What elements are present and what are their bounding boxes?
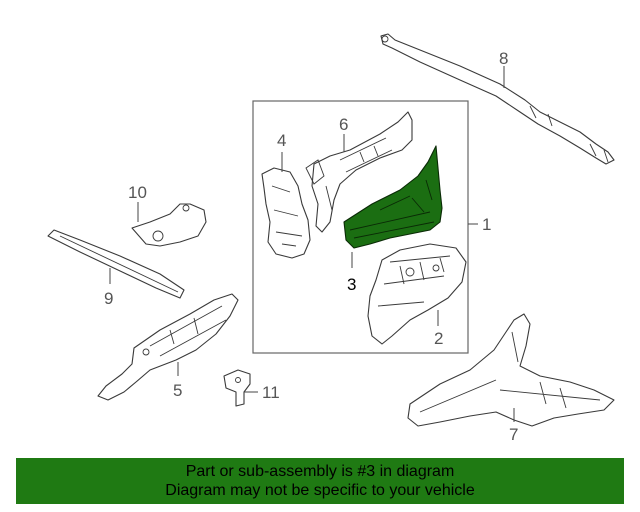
part-9-reinforcement[interactable] xyxy=(47,229,185,299)
leader-lines xyxy=(109,66,515,422)
callout-5: 5 xyxy=(173,381,182,400)
part-10-bracket[interactable] xyxy=(131,203,207,247)
part-2-lower-panel[interactable] xyxy=(367,243,467,345)
callout-10: 10 xyxy=(128,183,147,202)
diagram-notice-banner: Part or sub-assembly is #3 in diagram Di… xyxy=(16,458,624,504)
part-5-side-member[interactable] xyxy=(97,293,239,401)
callout-8: 8 xyxy=(499,49,508,68)
part-6-upper-rail[interactable] xyxy=(305,111,413,233)
callout-4: 4 xyxy=(277,131,286,150)
part-4-side-bracket[interactable] xyxy=(261,167,311,259)
callout-2: 2 xyxy=(434,329,443,348)
parts-diagram: 1 2 3 4 5 6 7 8 9 10 11 xyxy=(47,33,615,444)
callout-9: 9 xyxy=(104,289,113,308)
subassembly-box xyxy=(252,100,469,354)
callout-3: 3 xyxy=(347,275,356,294)
notice-line-1: Part or sub-assembly is #3 in diagram xyxy=(185,463,455,480)
part-7-lower-frame[interactable] xyxy=(407,313,615,427)
notice-line-2: Diagram may not be specific to your vehi… xyxy=(165,482,475,499)
callout-11: 11 xyxy=(262,383,280,402)
callout-6: 6 xyxy=(339,115,348,134)
part-3-dash-panel[interactable] xyxy=(343,145,443,249)
callout-7: 7 xyxy=(509,425,518,444)
part-11-clip[interactable] xyxy=(223,369,251,407)
callout-1: 1 xyxy=(482,215,491,234)
part-8-cross-bar[interactable] xyxy=(380,33,615,165)
